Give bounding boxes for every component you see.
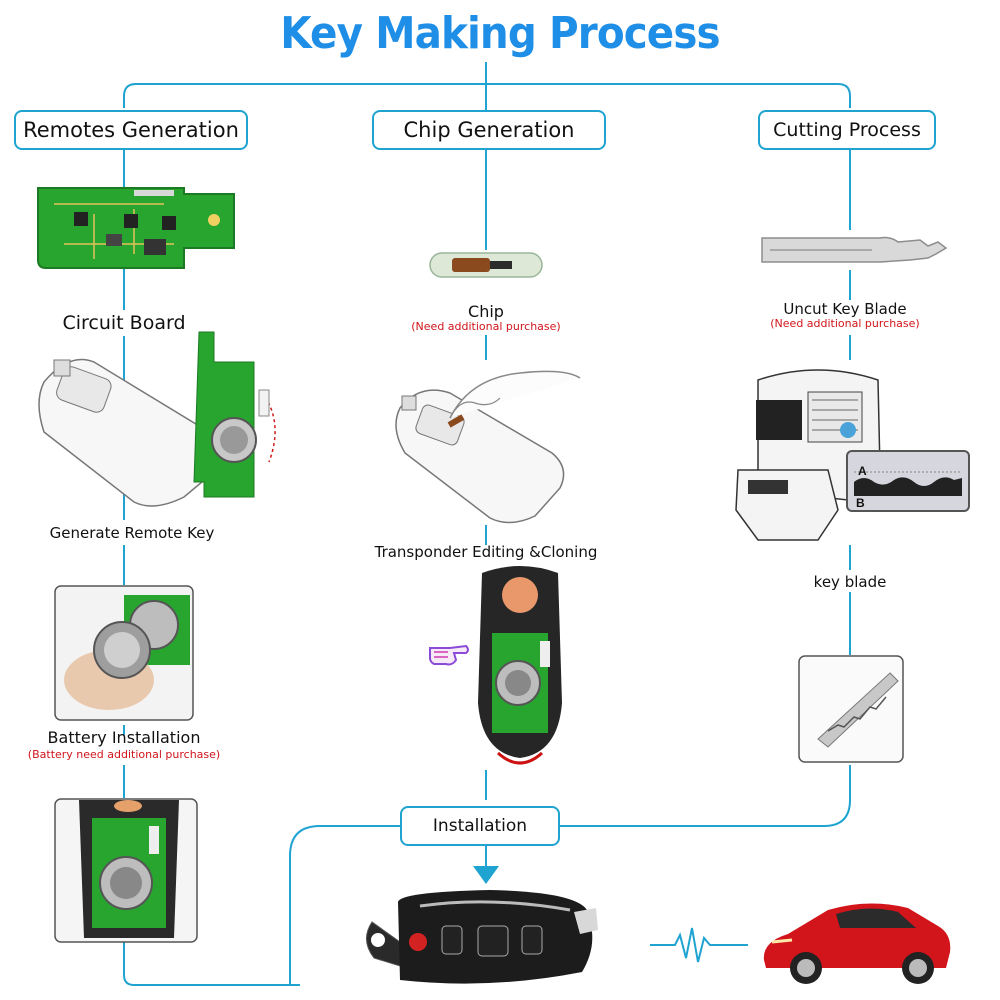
page-title: Key Making Process [280,8,720,59]
flip-key-open-image [478,566,562,765]
profile-label-a: A [858,464,867,478]
transponder-cloning-image [395,370,581,524]
remotes-generation-header: Remotes Generation [14,110,248,150]
generate-remote-key-label: Generate Remote Key [49,524,215,542]
uncut-key-blade-image [761,236,948,263]
battery-installation-image [54,585,194,721]
pointing-hand-icon [429,644,469,666]
uncut-key-blade-label: Uncut Key Blade [783,300,907,318]
chip-image [429,252,543,278]
circuit-board-label: Circuit Board [62,312,186,334]
finished-flip-key-image [366,890,598,984]
chip-note: (Need additional purchase) [411,320,561,333]
red-car-image [763,903,951,984]
key-blade-label: key blade [813,573,887,591]
circuit-board-image [37,187,235,269]
battery-note: (Battery need additional purchase) [27,748,221,761]
transponder-editing-label: Transponder Editing &Cloning [374,543,598,561]
signal-wave-icon [650,927,748,963]
blade-note: (Need additional purchase) [770,317,920,330]
installed-board-image [54,798,198,943]
cut-key-blade-image [798,655,904,763]
down-arrow-icon [473,866,499,884]
cut-profile-panel: A B [846,450,970,512]
remote-generator-image [38,331,276,507]
installation-box: Installation [400,806,560,846]
chip-label: Chip [468,302,504,321]
chip-generation-header: Chip Generation [372,110,606,150]
profile-label-b: B [856,496,865,510]
cutting-process-header: Cutting Process [758,110,936,150]
battery-installation-label: Battery Installation [47,728,201,747]
